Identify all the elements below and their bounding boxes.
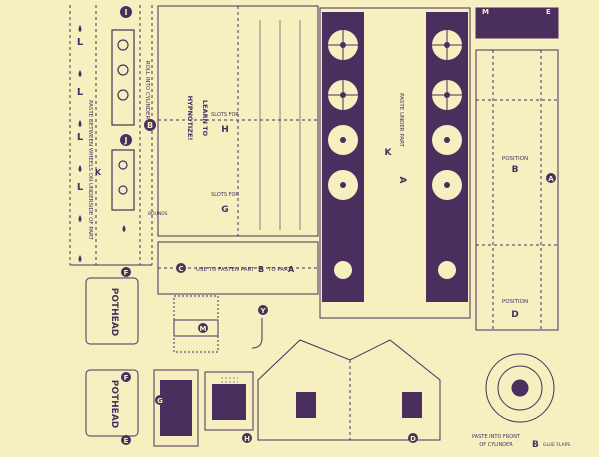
svg-text:Y: Y <box>259 307 266 315</box>
pothead-text-1: POTHEAD <box>109 288 119 337</box>
fasten-letter-a: A <box>288 265 295 274</box>
svg-text:G: G <box>157 397 163 405</box>
svg-text:I: I <box>125 8 128 17</box>
svg-text:C: C <box>178 265 183 273</box>
svg-text:H: H <box>244 435 250 443</box>
svg-text:A: A <box>548 175 554 183</box>
right-panel <box>475 7 559 331</box>
slot-letter-h: H <box>221 125 229 135</box>
letter-B-left: B <box>144 119 156 131</box>
position-letter-d: D <box>511 310 518 320</box>
letter-G: G <box>155 395 165 405</box>
slots-for-g-label: SLOTS FOR <box>211 192 239 198</box>
pothead-text-2: POTHEAD <box>109 380 119 429</box>
box-net-h <box>204 371 254 431</box>
letter-A-right: A <box>546 173 556 183</box>
letter-L4: L <box>77 182 84 193</box>
hypnotize-label: HYPNOTIZE! <box>186 96 194 141</box>
pothead-label-2 <box>85 369 139 437</box>
roll-into-cylinder-label: ROLL INTO CYLINDER <box>144 61 150 120</box>
learn-to-label: LEARN TO <box>201 100 209 137</box>
glue-drop-marks-left <box>78 25 126 262</box>
pothead-label-1 <box>85 277 139 345</box>
letter-F-2: F <box>121 372 131 382</box>
front-cylinder-disc <box>485 353 555 423</box>
svg-text:D: D <box>410 435 416 443</box>
svg-text:M: M <box>200 325 207 333</box>
letter-D-cab: D <box>408 433 418 443</box>
slot-letter-g: G <box>221 205 228 215</box>
fasten-letter-b: B <box>258 265 264 274</box>
svg-text:B: B <box>147 121 153 130</box>
svg-text:J: J <box>124 136 128 145</box>
letter-J: J <box>120 134 132 146</box>
of-cylinder-label: OF CYLINDER <box>479 442 513 448</box>
paste-between-wheels-label: PASTE BETWEEN WHEELS ON UNDERSIDE OF PAR… <box>87 100 93 240</box>
letter-F-1: F <box>121 267 131 277</box>
cab-net-d <box>257 339 441 441</box>
position-d-label: POSITION <box>502 299 528 305</box>
letter-L2: L <box>77 87 84 98</box>
letter-M-small: M <box>198 323 208 333</box>
letter-H: H <box>242 433 252 443</box>
letter-Y: Y <box>258 305 268 315</box>
paste-into-front-label: PASTE INTO FRONT <box>472 434 521 440</box>
position-letter-b: B <box>512 165 519 175</box>
center-panel <box>157 5 319 237</box>
slots-for-h-label: SLOTS FOR <box>211 112 239 118</box>
small-tabs <box>173 295 263 353</box>
to-part-label: TO PART <box>267 267 292 273</box>
box-net-g <box>153 369 199 447</box>
use-to-fasten-label: USE TO FASTEN PART <box>196 267 255 273</box>
part-letter-k: K <box>385 148 393 158</box>
letter-L1: L <box>77 37 84 48</box>
letter-M-right: M <box>482 8 489 16</box>
glue-flaps-label: GLUE FLAPS <box>543 442 570 448</box>
letter-E-2: E <box>121 435 131 445</box>
letter-K-left: K <box>95 168 102 177</box>
letter-C-fasten: C <box>176 263 186 273</box>
cab-window-right <box>402 392 422 418</box>
locomotive-side-sketch <box>111 29 135 211</box>
left-strip <box>69 5 153 266</box>
svg-text:F: F <box>124 374 129 382</box>
disc-letter-b: B <box>532 440 539 450</box>
letter-I: I <box>120 6 132 18</box>
cab-window-left <box>296 392 316 418</box>
paste-under-part-label: PASTE UNDER PART <box>398 93 404 147</box>
position-b-label: POSITION <box>502 156 528 162</box>
letter-L3: L <box>77 132 84 143</box>
letter-E-right: E <box>546 8 551 16</box>
part-letter-a: A <box>397 177 407 184</box>
locomotive-body <box>319 7 471 319</box>
svg-text:F: F <box>124 269 129 277</box>
svg-text:E: E <box>124 437 129 445</box>
